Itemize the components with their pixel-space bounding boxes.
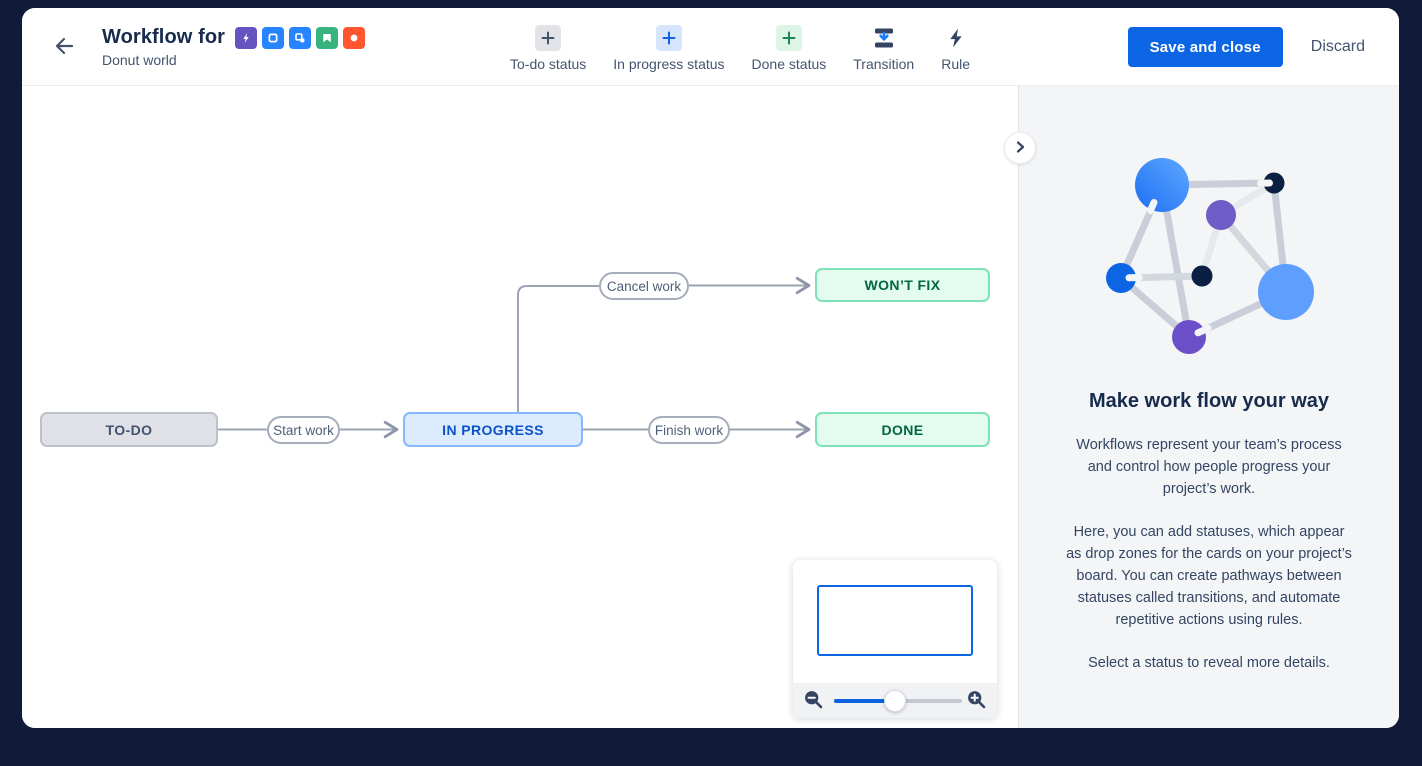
bug-icon: [343, 26, 366, 49]
story-icon: [316, 26, 339, 49]
project-name: Donut world: [102, 52, 177, 68]
add-todo-status-button[interactable]: To-do status: [510, 25, 586, 72]
transition-icon: [871, 25, 897, 51]
transition-start-work[interactable]: Start work: [267, 416, 340, 444]
zoom-out-button[interactable]: [799, 686, 829, 716]
transition-finish-work[interactable]: Finish work: [648, 416, 730, 444]
sidebar-collapse-button[interactable]: [1004, 132, 1036, 164]
issue-type-icons: [235, 26, 366, 49]
minimap-viewport[interactable]: [817, 585, 973, 656]
add-done-status-button[interactable]: Done status: [751, 25, 827, 72]
workflow-editor-window: Workflow for: [22, 8, 1399, 728]
chevron-right-icon: [1013, 140, 1027, 157]
header-left: Workflow for: [48, 8, 366, 86]
zoom-slider[interactable]: [833, 689, 962, 712]
add-transition-button[interactable]: Transition: [853, 25, 914, 72]
sidebar-paragraph: Select a status to reveal more details.: [1088, 655, 1330, 671]
magnifier-minus-icon: [803, 689, 824, 713]
sidebar-paragraph: Workflows represent your team’s process …: [1076, 437, 1342, 497]
status-node-todo[interactable]: TO-DO: [40, 412, 218, 447]
network-illustration: [1106, 158, 1314, 354]
status-node-in-progress[interactable]: IN PROGRESS: [403, 412, 583, 447]
tool-label: In progress status: [613, 56, 725, 72]
header-toolbar: To-do status In progress status Done sta…: [510, 8, 970, 86]
add-inprogress-status-button[interactable]: In progress status: [613, 25, 725, 72]
zoom-controls-bar: [793, 683, 997, 718]
status-node-wont-fix[interactable]: WON’T FIX: [815, 268, 990, 302]
header-actions: Save and close Discard: [1127, 8, 1365, 86]
minimap-panel: [793, 560, 997, 718]
info-sidebar: Make work flow your way Workflows repres…: [1018, 86, 1399, 728]
add-rule-button[interactable]: Rule: [941, 25, 970, 72]
transition-cancel-work[interactable]: Cancel work: [599, 272, 689, 300]
editor-header: Workflow for: [22, 8, 1399, 86]
sidebar-paragraph: Here, you can add statuses, which appear…: [1066, 524, 1352, 628]
title-block: Workflow for: [102, 26, 366, 68]
sidebar-heading: Make work flow your way: [1088, 390, 1330, 412]
rule-lightning-icon: [943, 25, 969, 51]
save-and-close-button[interactable]: Save and close: [1127, 27, 1283, 67]
status-node-done[interactable]: DONE: [815, 412, 990, 447]
page-title: Workflow for: [102, 26, 226, 48]
zoom-slider-fill: [833, 698, 895, 703]
bolt-issue-icon: [235, 26, 258, 49]
subtask-icon: [289, 26, 312, 49]
back-button[interactable]: [48, 31, 80, 63]
task-icon: [262, 26, 285, 49]
plus-blue-icon: [655, 25, 682, 51]
arrow-left-icon: [52, 34, 76, 61]
workflow-canvas[interactable]: TO-DO IN PROGRESS DONE WON’T FIX Start w…: [22, 86, 1018, 728]
tool-label: To-do status: [509, 56, 587, 72]
plus-green-icon: [775, 25, 802, 51]
tool-label: Done status: [751, 56, 827, 72]
zoom-slider-thumb[interactable]: [883, 689, 906, 712]
zoom-in-button[interactable]: [961, 686, 991, 716]
tool-label: Transition: [853, 56, 915, 72]
discard-button[interactable]: Discard: [1310, 38, 1365, 55]
plus-gray-icon: [535, 25, 562, 51]
transition-connectors: [218, 276, 811, 439]
tool-label: Rule: [941, 56, 971, 72]
magnifier-plus-icon: [966, 689, 987, 713]
